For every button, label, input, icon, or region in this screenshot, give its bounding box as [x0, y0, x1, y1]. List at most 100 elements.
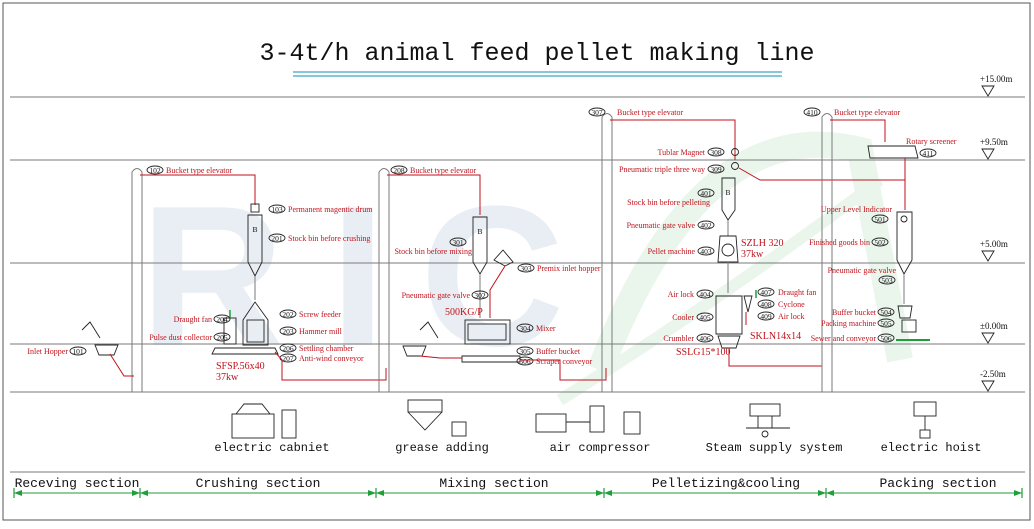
- grease-adding-icon: [407, 399, 467, 437]
- level-label: +5.00m: [980, 239, 1008, 249]
- svg-text:103: 103: [271, 205, 283, 214]
- mixer-capacity: 500KG/P: [445, 307, 483, 318]
- label-cyclone: Cyclone: [778, 300, 805, 309]
- section-label: Crushing section: [196, 476, 321, 491]
- svg-text:505: 505: [880, 319, 892, 328]
- flow-line: [274, 351, 387, 381]
- flow-line: [109, 353, 134, 377]
- mixer-icon: [464, 319, 511, 345]
- flow-line: [140, 174, 256, 205]
- svg-text:302: 302: [474, 291, 486, 300]
- hammer-mill-model: SFSP.56x40: [216, 361, 265, 372]
- svg-text:408: 408: [760, 300, 772, 309]
- tubular-magnet-icon: [731, 148, 739, 156]
- svg-text:405: 405: [699, 313, 711, 322]
- label-gate-valve: Pneumatic gate valve: [627, 221, 696, 230]
- bucket-elevator-410: [821, 113, 833, 392]
- svg-text:502: 502: [874, 238, 886, 247]
- level-label: ±0.00m: [980, 321, 1008, 331]
- level-label: +9.50m: [980, 137, 1008, 147]
- section-label: Mixing section: [439, 476, 548, 491]
- auxiliary-equipment: electric cabniet grease adding air compr…: [214, 399, 981, 455]
- label-mixer: Mixer: [536, 324, 556, 333]
- finished-goods-bin-icon: [896, 211, 913, 275]
- label-magnetic-drum: Permanent magentic drum: [288, 205, 373, 214]
- section-bar: Receving section Crushing section Mixing…: [10, 471, 1025, 498]
- svg-text:B: B: [252, 225, 257, 234]
- svg-text:C: C: [420, 165, 564, 388]
- label-cooler: Cooler: [672, 313, 694, 322]
- crushing-equipment: 102 Bucket type elevator 103 Permanent m…: [27, 165, 387, 392]
- mixing-equipment: 208 Bucket type elevator B 301 Stock bin…: [378, 165, 607, 392]
- svg-text:B: B: [725, 188, 730, 197]
- conveyor-icon: [211, 347, 279, 355]
- equipment-label: grease adding: [395, 441, 489, 455]
- label-dust-collector: Pulse dust collector: [149, 333, 212, 342]
- svg-text:R: R: [140, 165, 284, 388]
- svg-text:409: 409: [760, 312, 772, 321]
- label-premix-hopper: Premix inlet hopper: [537, 264, 601, 273]
- svg-text:410: 410: [806, 108, 818, 117]
- section-label: Pelletizing&cooling: [652, 476, 800, 491]
- label-three-way-valve: Pneumatic triple three way: [619, 165, 705, 174]
- magnetic-drum-icon: [250, 203, 260, 213]
- svg-text:204: 204: [216, 315, 228, 324]
- flow-line: [489, 265, 506, 318]
- flow-line: [520, 359, 607, 381]
- equipment-label: electric cabniet: [214, 441, 329, 455]
- level-label: +15.00m: [980, 74, 1012, 84]
- svg-text:205: 205: [216, 333, 228, 342]
- label-buffer-bucket: Buffer bucket: [536, 347, 581, 356]
- svg-text:I: I: [330, 165, 386, 388]
- svg-text:201: 201: [271, 234, 283, 243]
- stock-bin-icon: [247, 214, 263, 278]
- rotary-screener-icon: [867, 145, 919, 159]
- svg-text:101: 101: [72, 347, 84, 356]
- crumbler-model: SSLG15*100: [676, 347, 730, 358]
- svg-text:308: 308: [710, 148, 722, 157]
- flow-line: [387, 174, 481, 215]
- inlet-hopper-icon: [94, 344, 119, 356]
- svg-text:504: 504: [880, 308, 892, 317]
- svg-text:503: 503: [881, 276, 893, 285]
- scraper-conveyor-icon: [461, 355, 521, 363]
- flow-line: [610, 119, 736, 160]
- flow-line: [728, 348, 823, 392]
- label-scraper-conveyor: Scraper conveyor: [536, 357, 593, 366]
- label-settling-chamber: Settling chamber: [299, 344, 354, 353]
- crumbler-icon: [717, 335, 741, 349]
- svg-text:404: 404: [699, 290, 711, 299]
- svg-text:411: 411: [923, 149, 934, 158]
- section-label: Packing section: [879, 476, 996, 491]
- cooler-icon: [715, 295, 743, 335]
- section-label: Receving section: [15, 476, 140, 491]
- svg-text:B: B: [477, 227, 482, 236]
- label-buffer-bucket: Buffer bucket: [832, 308, 877, 317]
- stock-bin-icon: [721, 177, 736, 221]
- svg-text:304: 304: [519, 324, 531, 333]
- svg-text:506: 506: [880, 334, 892, 343]
- premix-hopper-icon: [493, 249, 514, 267]
- label-tubular-magnet: Tublar Magnet: [658, 148, 706, 157]
- hammer-mill-power: 37kw: [216, 372, 239, 383]
- outer-frame: [2, 2, 1031, 521]
- label-sewer-conveyor: Sewer and conveyor: [811, 334, 877, 343]
- svg-text:407: 407: [760, 288, 772, 297]
- label-stock-bin: Stock bin before crushing: [288, 234, 370, 243]
- section-arrows: [14, 490, 1022, 496]
- label-finished-goods-bin: Finished goods bin: [809, 238, 870, 247]
- buffer-bucket-icon: [897, 305, 913, 319]
- bucket-elevator-102: [131, 168, 143, 392]
- svg-text:401: 401: [700, 189, 712, 198]
- cooler-model: SKLN14x14: [750, 331, 801, 342]
- svg-text:306: 306: [519, 357, 531, 366]
- steam-supply-icon: [746, 403, 790, 438]
- bucket-elevator-307: [601, 113, 613, 392]
- page-title: 3-4t/h animal feed pellet making line: [259, 39, 814, 68]
- svg-text:305: 305: [519, 347, 531, 356]
- label-pellet-machine: Pellet machine: [648, 247, 696, 256]
- svg-text:402: 402: [700, 221, 712, 230]
- svg-text:309: 309: [710, 165, 722, 174]
- svg-text:301: 301: [452, 238, 464, 247]
